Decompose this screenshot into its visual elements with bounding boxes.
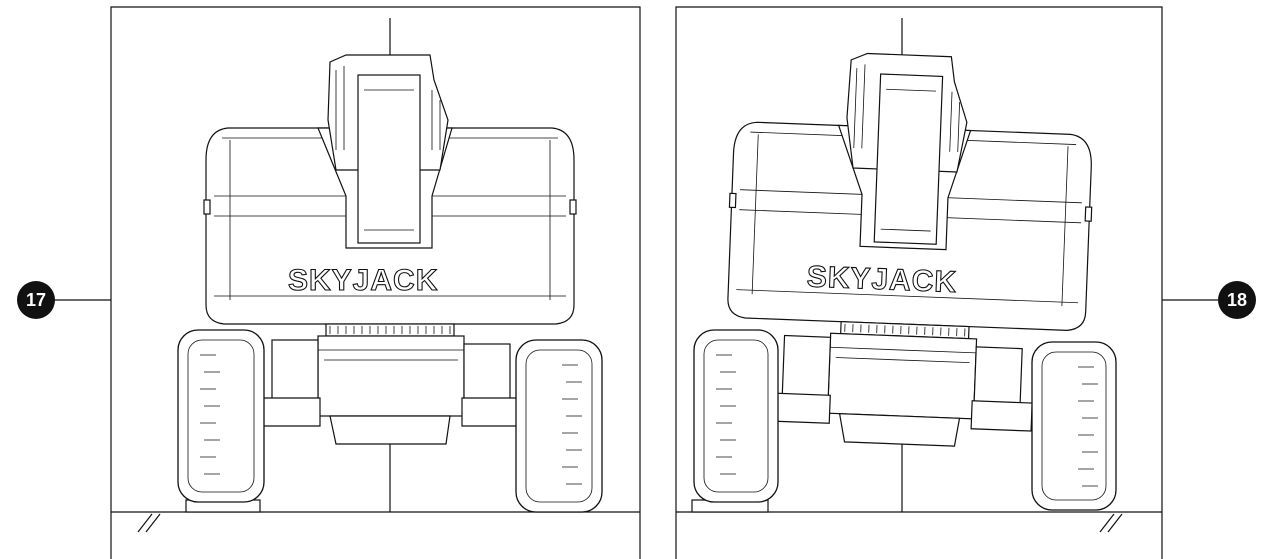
frame-left [110, 6, 641, 559]
ground-hatch-left [137, 513, 161, 533]
panel-left: SKYJACK [110, 6, 641, 559]
chassis [826, 332, 978, 420]
callout-badge-17 [17, 281, 55, 319]
boom-arm [357, 74, 421, 244]
ground-hatch-right [1099, 513, 1123, 533]
chassis [317, 335, 465, 417]
machine-right: SKYJACK [727, 52, 1093, 447]
callout-17: 17 [17, 281, 111, 319]
tire-right [1031, 341, 1117, 511]
callout-number-17: 17 [26, 290, 46, 310]
callout-badge-18 [1218, 281, 1256, 319]
tire-right [515, 339, 603, 513]
tire-left [177, 329, 265, 503]
brand-logo: SKYJACK [288, 264, 438, 297]
turntable-bearing [325, 323, 455, 337]
axle-right [970, 400, 1033, 432]
callout-18: 18 [1162, 281, 1256, 319]
frame-right [675, 6, 1163, 559]
machine-left: SKYJACK [177, 54, 603, 513]
tire-left [693, 329, 779, 503]
axle-right [461, 397, 523, 427]
callout-number-18: 18 [1227, 290, 1247, 310]
panel-right: SKYJACK [675, 6, 1163, 559]
axle-left [259, 397, 321, 427]
brand-logo: SKYJACK [806, 260, 958, 299]
boom-arm [873, 73, 944, 245]
